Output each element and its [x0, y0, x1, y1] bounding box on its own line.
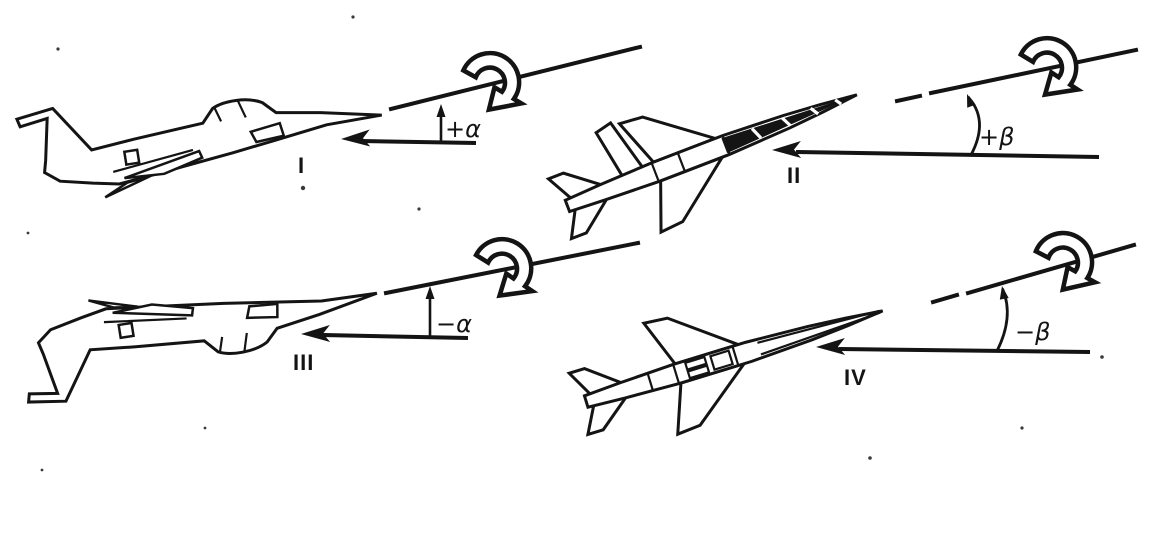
relative-wind-left-arrow-icon	[340, 129, 477, 148]
quadrant-numeral: III	[293, 350, 314, 375]
quadrant-4: −β IV	[566, 226, 1137, 437]
body-axis-dash	[894, 93, 923, 104]
aircraft-top-view	[545, 93, 858, 241]
angle-measure-arrow-icon	[436, 104, 446, 143]
gear-door-panel-lines	[683, 349, 735, 380]
scan-artifact-dots	[26, 15, 1104, 472]
angle-label: −α	[436, 310, 472, 338]
quadrant-2: +β II	[545, 33, 1139, 241]
quadrant-1: +α I	[14, 44, 643, 199]
rotation-arrow-icon	[474, 234, 536, 300]
aircraft-side-view-inverted	[26, 291, 378, 404]
aircraft-side-view-upright	[14, 98, 383, 199]
angle-measure-arrow-icon	[962, 92, 981, 157]
body-axis-line	[965, 242, 1137, 296]
relative-wind-left-arrow-icon	[771, 140, 1100, 160]
angle-label: +β	[979, 123, 1014, 151]
angle-label: +α	[445, 115, 481, 143]
angle-label: −β	[1015, 318, 1050, 346]
quadrant-numeral: IV	[844, 365, 867, 390]
angle-measure-arrow-icon	[425, 286, 435, 338]
rotation-arrow-icon	[1033, 226, 1099, 295]
relative-wind-left-arrow-icon	[300, 324, 469, 343]
relative-wind-left-arrow-icon	[815, 337, 1091, 356]
canopy-silhouette	[721, 94, 857, 154]
body-axis-dash	[930, 292, 960, 305]
aircraft-bottom-view	[566, 309, 884, 437]
angle-measure-arrow-icon	[995, 285, 1009, 353]
body-axis-line	[928, 47, 1139, 96]
quadrant-numeral: I	[298, 153, 305, 178]
body-axis-line	[383, 240, 641, 296]
rotation-arrow-icon	[461, 47, 525, 115]
quadrant-numeral: II	[787, 163, 801, 188]
quadrant-3: −α III	[26, 234, 641, 404]
